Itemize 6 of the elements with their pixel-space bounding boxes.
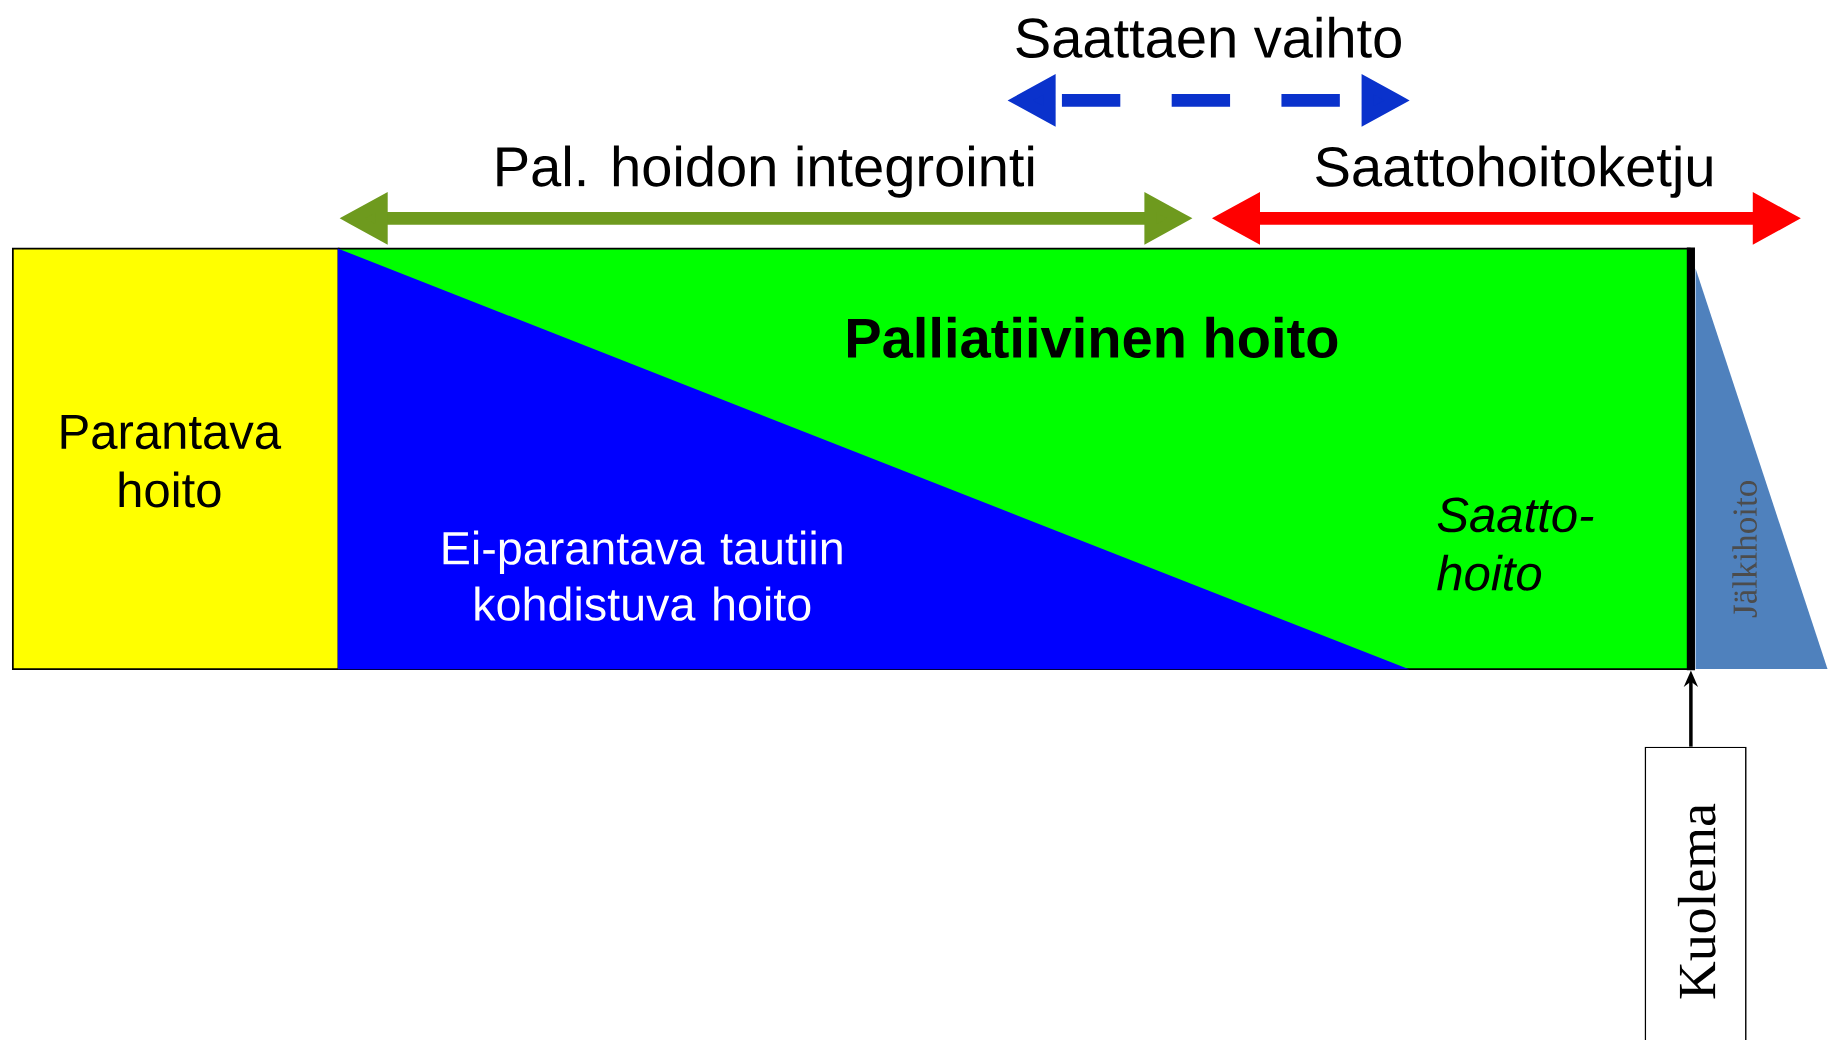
span-label: Saattohoitoketju [1316, 145, 1712, 198]
span-label: Saattaen vaihto [1016, 16, 1401, 58]
care-box: Parantava hoito [12, 247, 340, 670]
label-box: Kuolema [1644, 746, 1747, 1040]
span-label: Pal. hoidon integrointi [497, 145, 1034, 198]
triangle-area: Jälkihoito [1695, 268, 1828, 669]
